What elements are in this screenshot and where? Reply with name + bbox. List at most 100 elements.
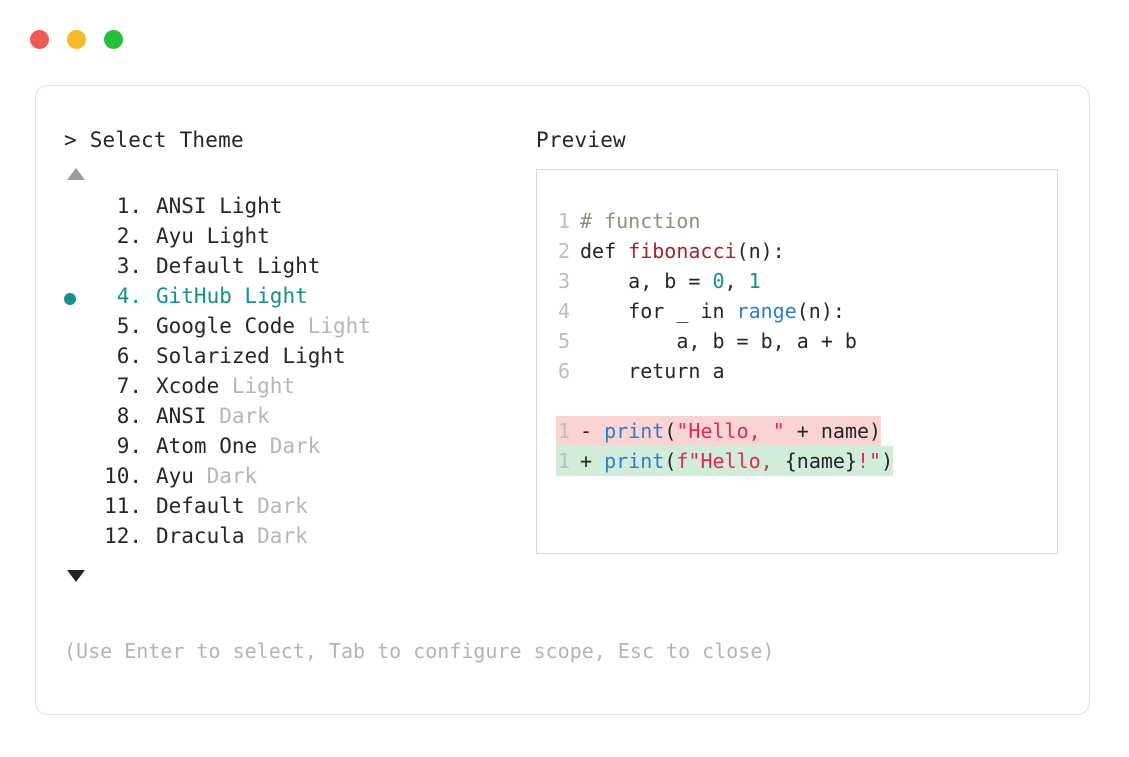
theme-item-variant: Light bbox=[307, 314, 371, 338]
theme-item-variant: Light bbox=[244, 284, 308, 308]
code-token: def bbox=[580, 239, 629, 263]
code-line: 3 a, b = 0, 1 bbox=[537, 266, 1057, 296]
theme-item-name: GitHub bbox=[156, 284, 245, 308]
theme-item-variant: Light bbox=[219, 194, 283, 218]
code-token: {name} bbox=[784, 449, 857, 473]
theme-list-item[interactable]: 11.Default Dark bbox=[64, 494, 524, 524]
code-line-content: a, b = b, a + b bbox=[570, 326, 857, 356]
theme-item-name: Xcode bbox=[156, 374, 232, 398]
theme-item-name: Ayu bbox=[156, 224, 207, 248]
theme-item-name: Default bbox=[156, 494, 258, 518]
theme-item-index: 4. bbox=[116, 284, 142, 308]
code-token: ( bbox=[664, 449, 677, 473]
theme-item-variant: Dark bbox=[269, 434, 321, 458]
selection-indicator-slot bbox=[64, 224, 94, 254]
theme-item-variant: Light bbox=[257, 254, 321, 278]
code-line: 5 a, b = b, a + b bbox=[537, 326, 1057, 356]
theme-item-index: 7. bbox=[116, 374, 142, 398]
code-token: a, b = b, a + b bbox=[580, 329, 857, 353]
code-token: for _ in bbox=[580, 299, 737, 323]
selection-indicator-slot bbox=[64, 194, 94, 224]
diff-line-content: + print(f"Hello, {name}!") bbox=[570, 446, 894, 476]
code-token: a, b = bbox=[580, 269, 713, 293]
diff-line-plus: 1+ print(f"Hello, {name}!") bbox=[537, 446, 1057, 476]
theme-list-item[interactable]: 5.Google Code Light bbox=[64, 314, 524, 344]
theme-list-item[interactable]: 9.Atom One Dark bbox=[64, 434, 524, 464]
theme-list-item[interactable]: 1.ANSI Light bbox=[64, 194, 524, 224]
code-token: f"Hello, bbox=[676, 449, 785, 473]
selected-dot-icon bbox=[64, 293, 76, 305]
theme-item-variant: Light bbox=[206, 224, 270, 248]
code-token: !" bbox=[856, 449, 882, 473]
code-token: # function bbox=[580, 209, 701, 233]
code-blank-line bbox=[537, 386, 1057, 416]
code-line-content: def fibonacci(n): bbox=[570, 236, 785, 266]
selection-indicator-slot bbox=[64, 314, 94, 344]
scroll-up-icon[interactable] bbox=[67, 168, 85, 180]
code-token: range bbox=[736, 299, 797, 323]
line-number: 4 bbox=[557, 299, 570, 323]
code-line: 6 return a bbox=[537, 356, 1057, 386]
diff-line-content: - print("Hello, " + name) bbox=[570, 416, 882, 446]
theme-item-name: Atom One bbox=[156, 434, 270, 458]
selection-indicator-slot bbox=[64, 464, 94, 494]
code-token: (n): bbox=[796, 299, 845, 323]
theme-item-index: 8. bbox=[116, 404, 142, 428]
theme-item-index: 3. bbox=[116, 254, 142, 278]
code-token: fibonacci bbox=[628, 239, 737, 263]
theme-item-index: 6. bbox=[116, 344, 142, 368]
theme-list-item[interactable]: 6.Solarized Light bbox=[64, 344, 524, 374]
theme-item-variant: Light bbox=[231, 374, 296, 398]
theme-item-name: Solarized bbox=[156, 344, 283, 368]
line-number: 3 bbox=[557, 269, 570, 293]
theme-list-item[interactable]: 4. GitHub Light bbox=[64, 284, 524, 314]
code-line-content: a, b = 0, 1 bbox=[570, 266, 760, 296]
scroll-down-icon[interactable] bbox=[67, 570, 85, 582]
theme-list-item[interactable]: 7. Xcode Light bbox=[64, 374, 524, 404]
code-token: + name) bbox=[784, 419, 882, 443]
code-token: return a bbox=[580, 359, 725, 383]
code-token: + bbox=[580, 449, 605, 473]
selection-indicator-slot bbox=[64, 284, 94, 314]
theme-item-name: ANSI bbox=[156, 194, 220, 218]
prompt-title-label: Select Theme bbox=[89, 128, 244, 152]
code-line-content: # function bbox=[570, 206, 700, 236]
line-number: 5 bbox=[557, 329, 570, 353]
line-number: 2 bbox=[557, 239, 570, 263]
theme-list-item[interactable]: 10.Ayu Dark bbox=[64, 464, 524, 494]
diff-line-minus: 1- print("Hello, " + name) bbox=[537, 416, 1057, 446]
theme-item-index: 2. bbox=[116, 224, 142, 248]
window-titlebar bbox=[30, 30, 123, 49]
code-token: "Hello, " bbox=[676, 419, 785, 443]
theme-item-index: 11. bbox=[104, 494, 142, 518]
theme-list-item[interactable]: 2. Ayu Light bbox=[64, 224, 524, 254]
selection-indicator-slot bbox=[64, 254, 94, 284]
selection-indicator-slot bbox=[64, 404, 94, 434]
keyboard-hint: (Use Enter to select, Tab to configure s… bbox=[64, 639, 775, 663]
code-token: , bbox=[724, 269, 749, 293]
code-token: - bbox=[580, 419, 605, 443]
code-token: (n): bbox=[736, 239, 785, 263]
theme-item-name: Ayu bbox=[156, 464, 207, 488]
theme-item-index: 12. bbox=[104, 524, 142, 548]
theme-list-item[interactable]: 3.Default Light bbox=[64, 254, 524, 284]
line-number: 1 bbox=[556, 416, 570, 446]
theme-list-item[interactable]: 8.ANSI Dark bbox=[64, 404, 524, 434]
theme-item-variant: Dark bbox=[206, 464, 258, 488]
minimize-button[interactable] bbox=[67, 30, 86, 49]
selection-indicator-slot bbox=[64, 434, 94, 464]
preview-title: Preview bbox=[536, 128, 626, 152]
code-token: ) bbox=[881, 449, 894, 473]
code-token: print bbox=[604, 449, 665, 473]
selection-indicator-slot bbox=[64, 344, 94, 374]
prompt-marker: > bbox=[64, 128, 77, 152]
maximize-button[interactable] bbox=[104, 30, 123, 49]
theme-item-name: ANSI bbox=[156, 404, 220, 428]
close-button[interactable] bbox=[30, 30, 49, 49]
theme-list-item[interactable]: 12.Dracula Dark bbox=[64, 524, 524, 554]
code-token: print bbox=[604, 419, 665, 443]
theme-item-name: Dracula bbox=[156, 524, 258, 548]
